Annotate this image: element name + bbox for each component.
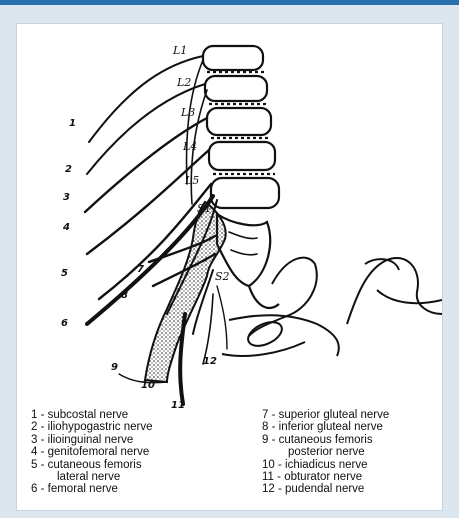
label-l1: L1 — [172, 44, 187, 57]
legend-text: obturator nerve — [284, 471, 362, 483]
legend-text-continued: posterior nerve — [262, 446, 440, 458]
label-l3: L3 — [180, 106, 195, 119]
legend-item-6: 6 - femoral nerve — [31, 483, 251, 495]
label-s2: S2 — [215, 270, 230, 283]
legend-text: superior gluteal nerve — [279, 409, 390, 421]
callout-4: 4 — [62, 222, 70, 233]
label-l5: L5 — [184, 174, 199, 187]
callout-11: 11 — [171, 400, 185, 409]
legend-text: cutaneous femoris — [48, 459, 142, 471]
legend-text: genitofemoral nerve — [48, 446, 150, 458]
callout-1: 1 — [69, 118, 76, 129]
legend-text-continued: lateral nerve — [31, 471, 251, 483]
legend-item-2: 2 - iliohypogastric nerve — [31, 421, 251, 433]
legend-number: 12 — [262, 483, 275, 495]
legend-item-4: 4 - genitofemoral nerve — [31, 446, 251, 458]
callout-12: 12 — [203, 356, 217, 367]
legend-text: ilioinguinal nerve — [48, 434, 134, 446]
callout-7: 7 — [137, 264, 144, 275]
legend-number: 10 — [262, 459, 275, 471]
callout-10: 10 — [141, 380, 155, 391]
legend-text: pudendal nerve — [285, 483, 364, 495]
figure-panel: L1 L2 L3 L4 L5 S1 S2 1 2 3 4 5 6 7 8 9 1… — [16, 23, 443, 511]
legend-text: femoral nerve — [48, 483, 118, 495]
legend-item-3: 3 - ilioinguinal nerve — [31, 434, 251, 446]
legend-item-7: 7 - superior gluteal nerve — [262, 409, 440, 421]
label-l4: L4 — [182, 140, 197, 153]
legend-item-12: 12 - pudendal nerve — [262, 483, 440, 495]
callout-3: 3 — [63, 192, 70, 203]
legend-item-1: 1 - subcostal nerve — [31, 409, 251, 421]
legend-number: 11 — [262, 471, 274, 483]
legend-item-11: 11 - obturator nerve — [262, 471, 440, 483]
legend-item-8: 8 - inferior gluteal nerve — [262, 421, 440, 433]
legend-text: inferior gluteal nerve — [279, 421, 383, 433]
vertebral-column — [203, 46, 279, 308]
legend-item-10: 10 - ichiadicus nerve — [262, 459, 440, 471]
callout-9: 9 — [111, 362, 118, 373]
callout-8: 8 — [121, 290, 128, 301]
label-s1: S1 — [197, 202, 212, 215]
legend-text: iliohypogastric nerve — [48, 421, 153, 433]
label-l2: L2 — [176, 76, 191, 89]
lumbosacral-plexus-illustration: L1 L2 L3 L4 L5 S1 S2 1 2 3 4 5 6 7 8 9 1… — [17, 24, 442, 409]
legend-text: cutaneous femoris — [279, 434, 373, 446]
legend-text: subcostal nerve — [48, 409, 129, 421]
callout-2: 2 — [65, 164, 72, 175]
callout-6: 6 — [61, 318, 68, 329]
callout-5: 5 — [61, 268, 68, 279]
legend-text: ichiadicus nerve — [285, 459, 367, 471]
